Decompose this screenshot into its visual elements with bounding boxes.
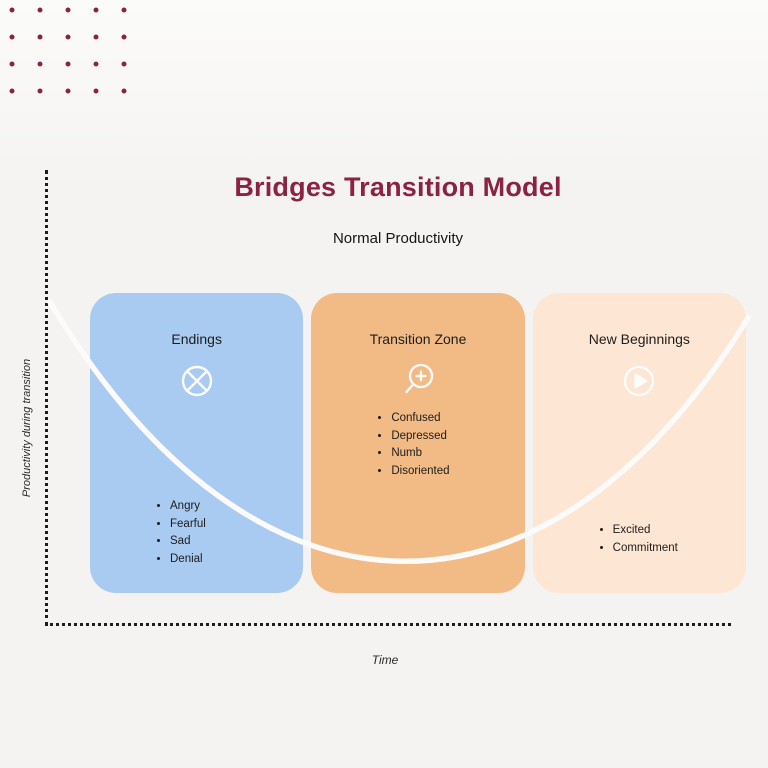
page-title: Bridges Transition Model bbox=[234, 172, 562, 202]
y-axis-label: Productivity during transition bbox=[21, 358, 33, 498]
list-item: Numb bbox=[391, 445, 524, 463]
phase-item-list: Excited Commitment bbox=[533, 522, 746, 557]
magnifier-plus-icon bbox=[405, 363, 434, 394]
normal-productivity-label: Normal Productivity bbox=[332, 230, 464, 247]
card-transition-zone: Transition Zone Confused Depressed Numb … bbox=[311, 293, 525, 593]
phase-name: Endings bbox=[171, 331, 222, 347]
play-circle-icon bbox=[624, 365, 655, 397]
list-item: Fearful bbox=[170, 516, 303, 534]
phase-cards-row: Endings Angry Fearful Sad Denial Transit… bbox=[90, 293, 746, 593]
y-axis-line bbox=[45, 170, 48, 626]
list-item: Denial bbox=[170, 551, 303, 569]
card-new-beginnings: New Beginnings Excited Commitment bbox=[532, 293, 746, 593]
list-item: Commitment bbox=[613, 540, 746, 558]
phase-name: Transition Zone bbox=[369, 331, 467, 347]
x-axis-label: Time bbox=[371, 653, 399, 667]
cancel-circle-icon bbox=[181, 365, 212, 397]
list-item: Excited bbox=[613, 522, 746, 540]
list-item: Disoriented bbox=[391, 463, 524, 481]
phase-name: New Beginnings bbox=[588, 331, 690, 347]
list-item: Sad bbox=[170, 533, 303, 551]
card-endings: Endings Angry Fearful Sad Denial bbox=[90, 293, 304, 593]
phase-item-list: Angry Fearful Sad Denial bbox=[90, 498, 303, 568]
list-item: Angry bbox=[170, 498, 303, 516]
decorative-dot-pattern bbox=[8, 6, 132, 100]
list-item: Depressed bbox=[391, 428, 524, 446]
list-item: Confused bbox=[391, 410, 524, 428]
x-axis-line bbox=[45, 623, 731, 626]
phase-item-list: Confused Depressed Numb Disoriented bbox=[311, 410, 524, 480]
